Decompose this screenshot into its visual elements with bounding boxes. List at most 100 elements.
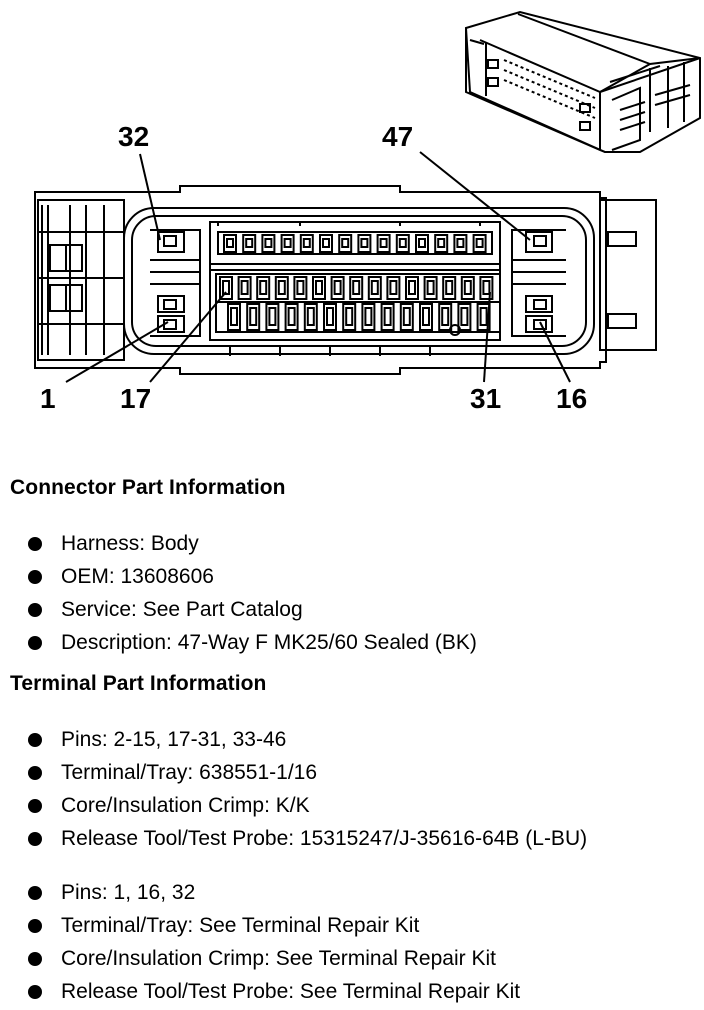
connector-info-heading: Connector Part Information	[10, 476, 286, 499]
terminal-cavity	[438, 303, 453, 331]
terminal-cavity	[256, 276, 271, 300]
terminal-cavity-contact	[402, 307, 411, 326]
terminal-cavity	[242, 234, 257, 253]
pin-label-31: 31	[470, 383, 501, 414]
terminal-cavity-contact	[302, 238, 311, 248]
terminal-cavity-contact	[296, 280, 305, 295]
terminal-cavity	[219, 276, 233, 300]
terminal-cavity-contact	[463, 280, 472, 295]
terminal-cavity-contact	[479, 307, 488, 326]
terminal-cavity	[227, 303, 241, 331]
connector-diagram: 32 47 1 17 31 16	[34, 10, 701, 414]
terminal-cavity	[380, 303, 395, 331]
terminal-cavity-contact	[460, 307, 469, 326]
info-list-item: Core/Insulation Crimp: See Terminal Repa…	[26, 942, 520, 975]
info-list-item: Pins: 2-15, 17-31, 33-46	[26, 723, 587, 756]
info-list-item: Terminal/Tray: 638551-1/16	[26, 756, 587, 789]
terminal-cavity-contact	[352, 280, 361, 295]
terminal-cavity	[265, 303, 280, 331]
terminal-cavity-contact	[445, 280, 454, 295]
terminal-cavity	[395, 234, 410, 253]
terminal-cavity-contact	[379, 238, 388, 248]
terminal-cavity	[472, 234, 487, 253]
leader-line-31	[483, 291, 491, 383]
pin-label-17: 17	[120, 383, 151, 414]
terminal-cavity	[312, 276, 326, 300]
terminal-cavity-contact	[482, 280, 491, 295]
terminal-cavity	[434, 234, 449, 253]
info-list-item: Core/Insulation Crimp: K/K	[26, 789, 587, 822]
terminal-cavity-contact	[422, 307, 430, 326]
terminal-cavity	[303, 303, 318, 331]
terminal-cavity	[330, 276, 345, 300]
leader-line-32	[139, 153, 161, 241]
terminal-cavity-contact	[245, 238, 254, 248]
terminal-cavity-contact	[240, 280, 249, 295]
terminal-cavity	[419, 303, 433, 331]
cavity-row-bottom	[227, 303, 491, 331]
terminal-cavity-contact	[283, 238, 292, 248]
terminal-cavity	[293, 276, 308, 300]
terminal-cavity-contact	[306, 307, 315, 326]
terminal-cavity-contact	[268, 307, 277, 326]
terminal-cavity-contact	[418, 238, 426, 248]
terminal-cavity-contact	[370, 280, 379, 295]
leader-line-47	[419, 151, 531, 241]
terminal-cavity	[338, 234, 353, 253]
terminal-cavity-contact	[333, 280, 342, 295]
info-list-item: Pins: 1, 16, 32	[26, 876, 520, 909]
terminal-cavity	[476, 303, 491, 331]
leader-line-16	[539, 321, 571, 383]
terminal-cavity-contact	[426, 280, 435, 295]
terminal-cavity	[319, 234, 333, 253]
terminal-cavity	[423, 276, 438, 300]
pin-label-1: 1	[40, 383, 56, 414]
cavity-row-middle	[219, 276, 494, 300]
info-list-item: Service: See Part Catalog	[26, 593, 477, 626]
terminal-cavity	[349, 276, 364, 300]
terminal-cavity-contact	[315, 280, 323, 295]
terminal-cavity	[361, 303, 376, 331]
terminal-cavity	[453, 234, 468, 253]
terminal-cavity-contact	[345, 307, 354, 326]
terminal-cavity-contact	[341, 238, 350, 248]
terminal-cavity	[246, 303, 261, 331]
info-list-item: Description: 47-Way F MK25/60 Sealed (BK…	[26, 626, 477, 659]
leader-line-17	[149, 291, 227, 383]
terminal-cavity	[342, 303, 357, 331]
info-list-item: Terminal/Tray: See Terminal Repair Kit	[26, 909, 520, 942]
terminal-cavity	[280, 234, 295, 253]
terminal-cavity	[357, 234, 372, 253]
terminal-cavity	[405, 276, 419, 300]
terminal-cavity	[479, 276, 494, 300]
leader-lines	[65, 151, 571, 383]
connector-face	[34, 185, 657, 375]
terminal-cavity-contact	[437, 238, 446, 248]
terminal-cavity	[442, 276, 457, 300]
pin-label-32: 32	[118, 121, 149, 152]
terminal-cavity	[415, 234, 429, 253]
terminal-cavity	[460, 276, 475, 300]
terminal-cavity-contact	[475, 238, 484, 248]
terminal-cavity-contact	[408, 280, 416, 295]
terminal-cavity	[457, 303, 472, 331]
terminal-cavity-contact	[389, 280, 398, 295]
terminal-cavity	[376, 234, 391, 253]
terminal-cavity-contact	[441, 307, 450, 326]
terminal-cavity	[299, 234, 314, 253]
terminal-cavity	[386, 276, 401, 300]
terminal-cavity	[284, 303, 299, 331]
cavity-row-top	[223, 234, 487, 253]
terminal-cavity-contact	[360, 238, 369, 248]
terminal-cavity	[223, 234, 237, 253]
terminal-cavity-contact	[326, 307, 334, 326]
pin-label-47: 47	[382, 121, 413, 152]
terminal-cavity-contact	[322, 238, 330, 248]
terminal-cavity-contact	[398, 238, 407, 248]
terminal-cavity-contact	[277, 280, 286, 295]
terminal-cavity-contact	[259, 280, 268, 295]
pin-label-16: 16	[556, 383, 587, 414]
terminal-cavity	[237, 276, 252, 300]
